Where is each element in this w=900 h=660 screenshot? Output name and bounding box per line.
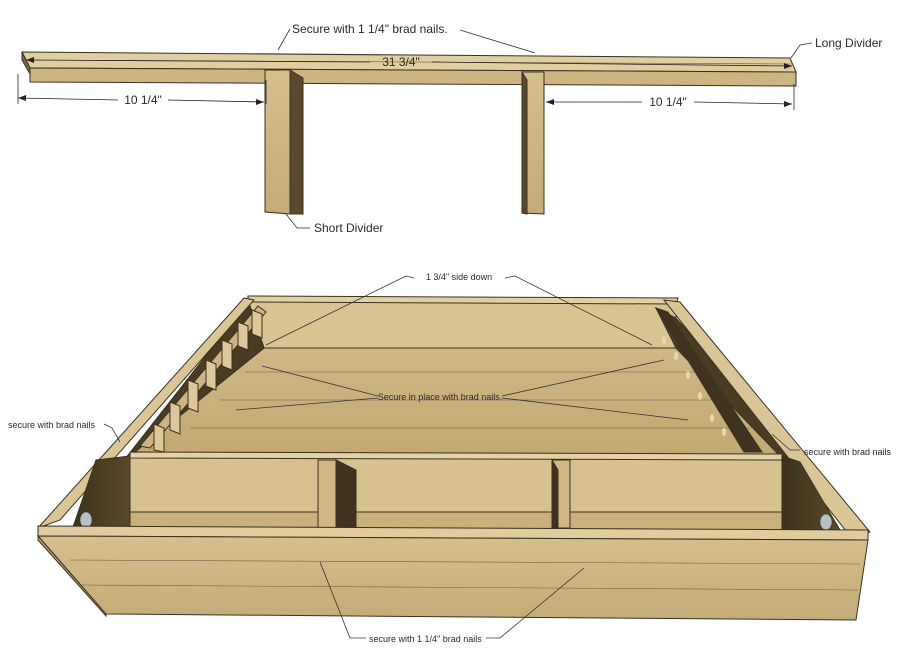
- callout-secure-top: Secure with 1 1/4" brad nails.: [277, 22, 536, 54]
- callout-front-nails: secure with 1 1/4" brad nails: [319, 561, 585, 644]
- right-holes: [662, 336, 726, 436]
- callout-right-text: secure with brad nails: [804, 447, 892, 457]
- callout-front-text: secure with 1 1/4" brad nails: [369, 634, 482, 644]
- dim-overall-label: 31 3/4": [382, 55, 420, 69]
- dimension-left: 10 1/4": [17, 74, 267, 107]
- short-divider-right: [521, 70, 545, 215]
- callout-side-down: 1 3/4" side down: [265, 272, 653, 346]
- callout-long-divider-text: Long Divider: [815, 36, 882, 50]
- dimension-overall: 31 3/4": [25, 55, 793, 69]
- tray-assembly: [36, 295, 871, 621]
- short-divider-left: [264, 69, 304, 215]
- left-short-dividers: [153, 309, 263, 453]
- callout-secure-in-place: Secure in place with brad nails.: [235, 359, 689, 421]
- callout-right-nails: secure with brad nails: [771, 433, 892, 457]
- callout-left-nails: secure with brad nails: [8, 420, 121, 443]
- dim-left-label: 10 1/4": [124, 93, 162, 107]
- long-divider: [21, 51, 797, 87]
- callout-side-down-text: 1 3/4" side down: [426, 272, 492, 282]
- callout-short-divider-text: Short Divider: [314, 221, 383, 235]
- dimension-right: 10 1/4": [543, 82, 795, 110]
- callout-secure-in-place-text: Secure in place with brad nails.: [378, 392, 503, 402]
- callout-left-text: secure with brad nails: [8, 420, 96, 430]
- callout-short-divider: Short Divider: [285, 213, 383, 235]
- callout-long-divider: Long Divider: [790, 36, 882, 59]
- callout-secure-text: Secure with 1 1/4" brad nails.: [292, 22, 448, 36]
- dim-right-label: 10 1/4": [649, 95, 687, 109]
